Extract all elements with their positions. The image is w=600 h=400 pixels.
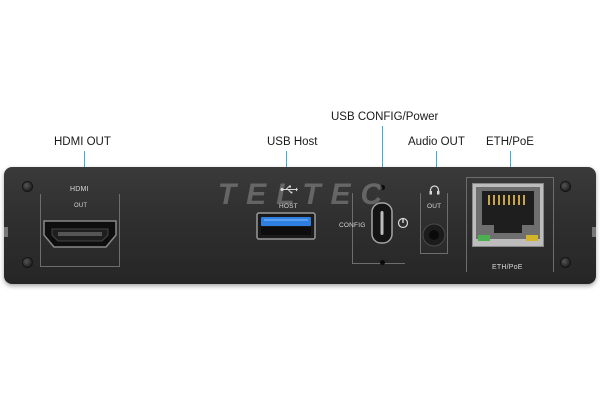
screw [560,257,571,268]
leader-usb-config [382,126,384,199]
eth-bracket [466,177,554,272]
audio-jack[interactable] [422,223,446,247]
config-bracket [352,193,405,264]
screw [560,181,571,192]
side-notch-left [4,227,8,237]
config-print: CONFIG [339,222,366,229]
led-bottom [380,260,385,265]
power-icon [397,217,409,229]
headphone-icon [429,185,440,195]
eth-print: ETH/PoE [492,264,523,271]
usb-host-print: HOST [279,203,298,210]
callout-hdmi-out: HDMI OUT [54,136,111,148]
audio-bracket [420,193,448,254]
hdmi-print-label: HDMI [70,186,89,193]
side-notch-right [592,227,596,237]
callout-audio-out: Audio OUT [408,136,465,148]
hdmi-bracket [40,194,120,267]
callout-eth-poe: ETH/PoE [486,136,534,148]
hdmi-port[interactable] [42,219,118,249]
callout-usb-config-power: USB CONFIG/Power [331,111,439,123]
ethernet-port[interactable] [472,183,544,247]
callout-usb-host: USB Host [267,136,318,148]
screw [22,181,33,192]
watermark: TELTEC [217,178,393,211]
usb-a-port[interactable] [256,212,316,240]
hdmi-print-out: OUT [74,203,88,209]
audio-print-out: OUT [427,203,442,210]
device-chassis: HDMI OUT HOST CONFIG OUT [4,167,596,284]
usb-icon [280,185,298,194]
led-top [380,185,385,190]
usb-c-port[interactable] [371,202,393,244]
leader-eth [510,151,512,179]
screw [22,257,33,268]
